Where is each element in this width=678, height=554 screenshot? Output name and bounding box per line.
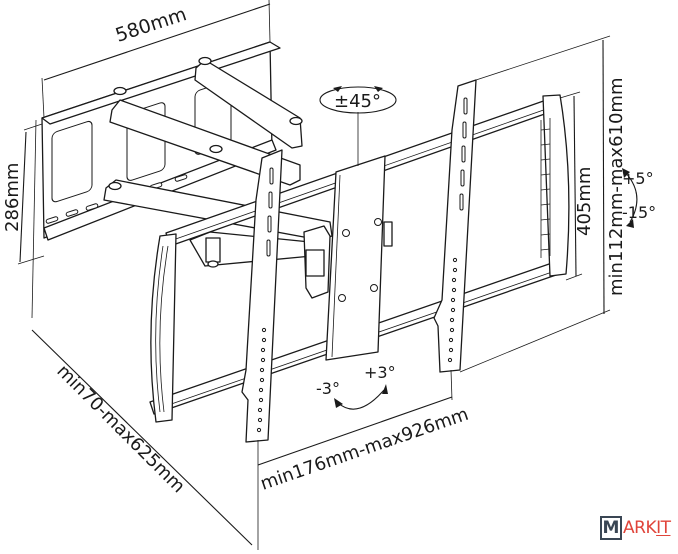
angle-label-level-right: +3°	[364, 363, 396, 382]
tilt-arrow-up-icon	[622, 168, 630, 178]
center-swivel-plate	[303, 155, 393, 361]
angle-label-tilt-down: -15°	[622, 203, 656, 222]
logo-ark-text: ARK	[623, 518, 657, 538]
angle-label-swivel: ±45°	[334, 91, 381, 112]
arm-bolts	[108, 56, 303, 191]
tilt-indicator	[622, 168, 638, 228]
dimension-lines	[17, 0, 611, 550]
dim-label-bracket-spacing: min176mm-max926mm	[258, 404, 471, 495]
tilt-arrow-down-icon	[626, 219, 634, 228]
level-arrow-right-icon	[382, 384, 388, 394]
dim-label-vertical-spacing: min112mm-max610mm	[606, 77, 627, 296]
dim-label-wall-plate-height: 286mm	[2, 163, 23, 232]
level-indicator	[334, 384, 388, 410]
logo-m-box: M	[600, 516, 622, 540]
right-bar-ladder	[540, 118, 551, 258]
dim-label-wall-plate-width: 580mm	[113, 3, 190, 47]
right-bracket-holes	[447, 257, 458, 363]
swivel-arrow-left-icon	[333, 86, 342, 92]
angle-label-level-left: -3°	[316, 379, 340, 398]
left-bracket-holes	[256, 327, 267, 433]
logo-it-text: IT	[656, 518, 671, 538]
swivel-arrow-right-icon	[374, 86, 383, 92]
markit-logo: M ARKIT	[600, 516, 671, 540]
right-vertical-bracket	[433, 79, 477, 373]
left-side-bar	[150, 233, 177, 423]
left-vertical-bracket	[241, 149, 283, 443]
dim-label-bracket-height: 405mm	[574, 167, 595, 236]
swivel-indicator	[319, 86, 397, 114]
angle-label-tilt-up: +5°	[622, 169, 654, 188]
left-bracket-slots	[266, 167, 274, 257]
level-arrow-left-icon	[334, 398, 343, 408]
right-bracket-slots	[459, 97, 468, 211]
right-side-bar	[540, 94, 570, 277]
